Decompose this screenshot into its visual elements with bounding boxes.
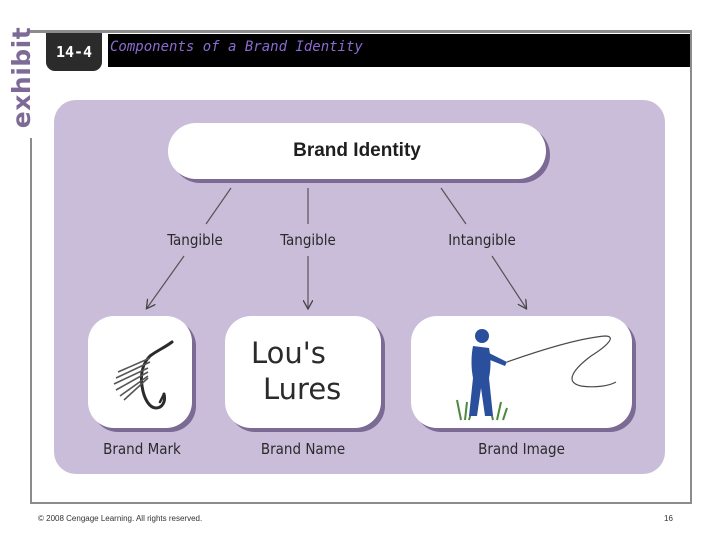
brand-name-card: Lou's Lures xyxy=(225,316,381,428)
page-number: 16 xyxy=(664,514,673,523)
connector-arrow-1 xyxy=(147,256,184,308)
edge-label-tangible-2: Tangible xyxy=(273,231,343,249)
connector-line-1-upper xyxy=(206,188,231,224)
fisherman-icon xyxy=(411,316,632,428)
connector-line-3-upper xyxy=(441,188,466,224)
fish-hook-icon xyxy=(88,316,192,428)
brand-mark-card xyxy=(88,316,192,428)
copyright-text: © 2008 Cengage Learning. All rights rese… xyxy=(38,514,202,523)
brand-mark-label: Brand Mark xyxy=(88,440,196,458)
logo-word-1: Lou's xyxy=(251,336,326,370)
brand-image-card xyxy=(411,316,632,428)
brand-name-label: Brand Name xyxy=(225,440,381,458)
connector-arrow-3 xyxy=(492,256,526,308)
logo-word-2: Lures xyxy=(263,372,341,406)
brand-image-label: Brand Image xyxy=(411,440,632,458)
edge-label-tangible-1: Tangible xyxy=(160,231,230,249)
edge-label-intangible: Intangible xyxy=(440,231,524,249)
